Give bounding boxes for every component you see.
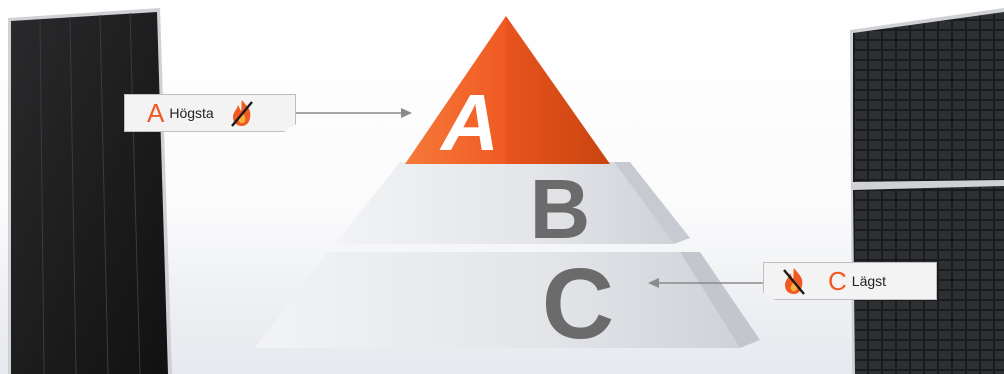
arrow-to-c xyxy=(648,278,763,288)
grade-label-lowest: Lägst xyxy=(851,273,887,289)
pyramid-letter-b: B xyxy=(530,162,591,256)
right-solar-panel xyxy=(850,8,1004,374)
tier-a xyxy=(405,16,506,164)
tier-b xyxy=(335,162,674,244)
pyramid-letter-a: A xyxy=(439,78,499,167)
arrow-to-a xyxy=(296,108,412,118)
pyramid-letter-c: C xyxy=(542,248,614,360)
tier-c xyxy=(255,252,740,348)
pyramid: A B C xyxy=(255,16,760,360)
grade-letter-a: A xyxy=(147,98,165,128)
callout-highest: A Högsta xyxy=(124,94,296,132)
grade-label-highest: Högsta xyxy=(169,105,214,121)
grade-letter-c: C xyxy=(828,266,847,296)
callout-lowest: C Lägst xyxy=(763,262,937,300)
left-solar-panel xyxy=(8,8,172,374)
fire-crossed-icon xyxy=(228,98,256,128)
fire-crossed-icon xyxy=(780,266,808,296)
